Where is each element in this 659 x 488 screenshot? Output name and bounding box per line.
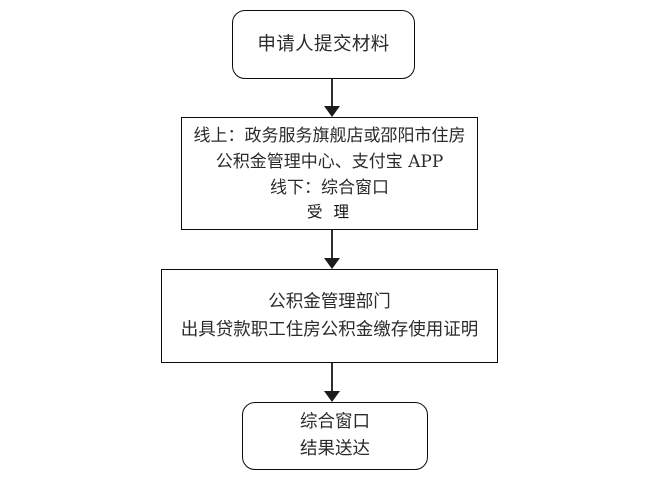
- flow-node-result-line-1: 综合窗口: [300, 411, 370, 432]
- flow-node-dept-line-1: 公积金管理部门: [268, 291, 391, 312]
- flow-node-accept-line-2: 公积金管理中心、支付宝 APP: [215, 151, 444, 172]
- flow-node-accept-line-3: 线下：综合窗口: [270, 177, 389, 198]
- flow-node-acceptance-channels: 线上：政务服务旗舰店或邵阳市住房 公积金管理中心、支付宝 APP 线下：综合窗口…: [181, 117, 478, 230]
- flow-arrow-accept-to-dept: [324, 230, 340, 269]
- flow-node-fund-management-department: 公积金管理部门 出具贷款职工住房公积金缴存使用证明: [161, 269, 498, 363]
- flow-node-result-delivery: 综合窗口 结果送达: [242, 402, 428, 470]
- flow-node-result-line-2: 结果送达: [300, 439, 370, 459]
- flow-node-submit-line-1: 申请人提交材料: [257, 33, 390, 55]
- flow-arrow-dept-to-result: [324, 363, 340, 402]
- arrow-stem: [331, 363, 333, 391]
- arrow-stem: [331, 79, 333, 106]
- flow-node-applicant-submit: 申请人提交材料: [232, 10, 415, 79]
- arrow-stem: [331, 230, 333, 258]
- arrow-head-down-icon: [324, 258, 340, 269]
- flow-node-accept-line-1: 线上：政务服务旗舰店或邵阳市住房: [193, 125, 466, 146]
- flow-node-dept-line-2: 出具贷款职工住房公积金缴存使用证明: [180, 320, 479, 340]
- flow-node-accept-line-4: 受 理: [307, 203, 352, 222]
- arrow-head-down-icon: [324, 391, 340, 402]
- arrow-head-down-icon: [324, 106, 340, 117]
- flow-arrow-submit-to-accept: [324, 79, 340, 117]
